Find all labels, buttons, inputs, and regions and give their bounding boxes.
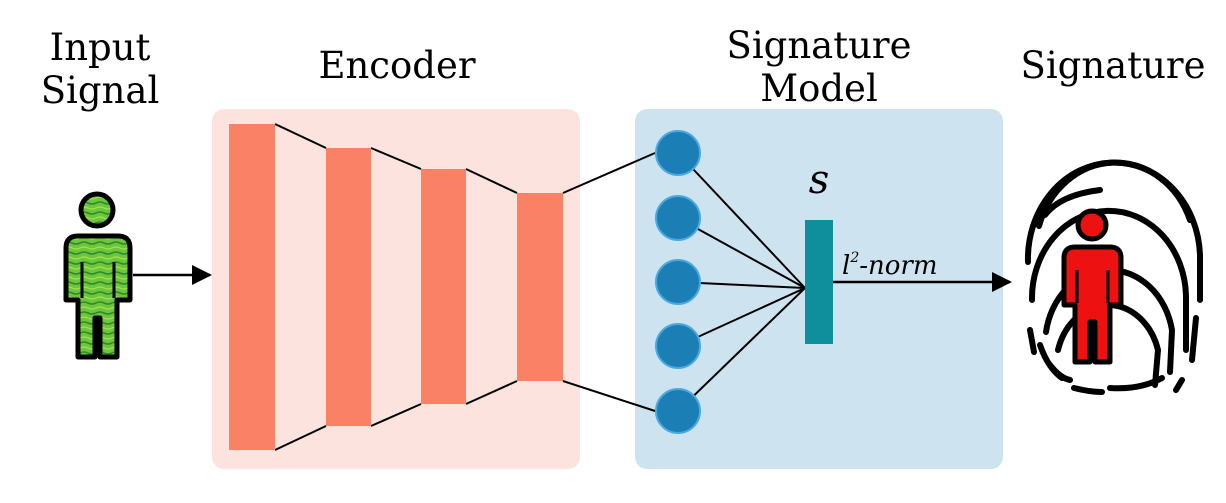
l2-norm-label: l2-norm xyxy=(842,250,938,281)
neuron-5 xyxy=(655,388,701,434)
encoder-title: Encoder xyxy=(318,44,475,87)
fingerprint-icon xyxy=(1024,159,1203,395)
signature-model-title-line2: Model xyxy=(760,67,878,110)
signature-title: Signature xyxy=(1020,44,1205,87)
neuron-3 xyxy=(655,259,701,305)
input-title-line2: Signal xyxy=(41,69,160,112)
signature-vector xyxy=(805,220,833,344)
signature-person-icon xyxy=(1061,208,1124,365)
neuron-4 xyxy=(655,323,701,369)
signature-symbol: s xyxy=(809,157,830,203)
encoder-layer-2 xyxy=(326,148,371,426)
encoder-layer-4 xyxy=(517,193,563,381)
encoder-layer-1 xyxy=(229,124,275,450)
encoder-connections xyxy=(274,123,656,451)
neuron-2 xyxy=(655,195,701,241)
person-icon xyxy=(63,191,133,360)
encoder-layer-3 xyxy=(421,169,466,404)
input-title-line1: Input xyxy=(50,26,151,69)
encoder-panel xyxy=(212,109,580,469)
neuron-1 xyxy=(655,130,701,176)
signature-model-title-line1: Signature xyxy=(726,24,911,67)
